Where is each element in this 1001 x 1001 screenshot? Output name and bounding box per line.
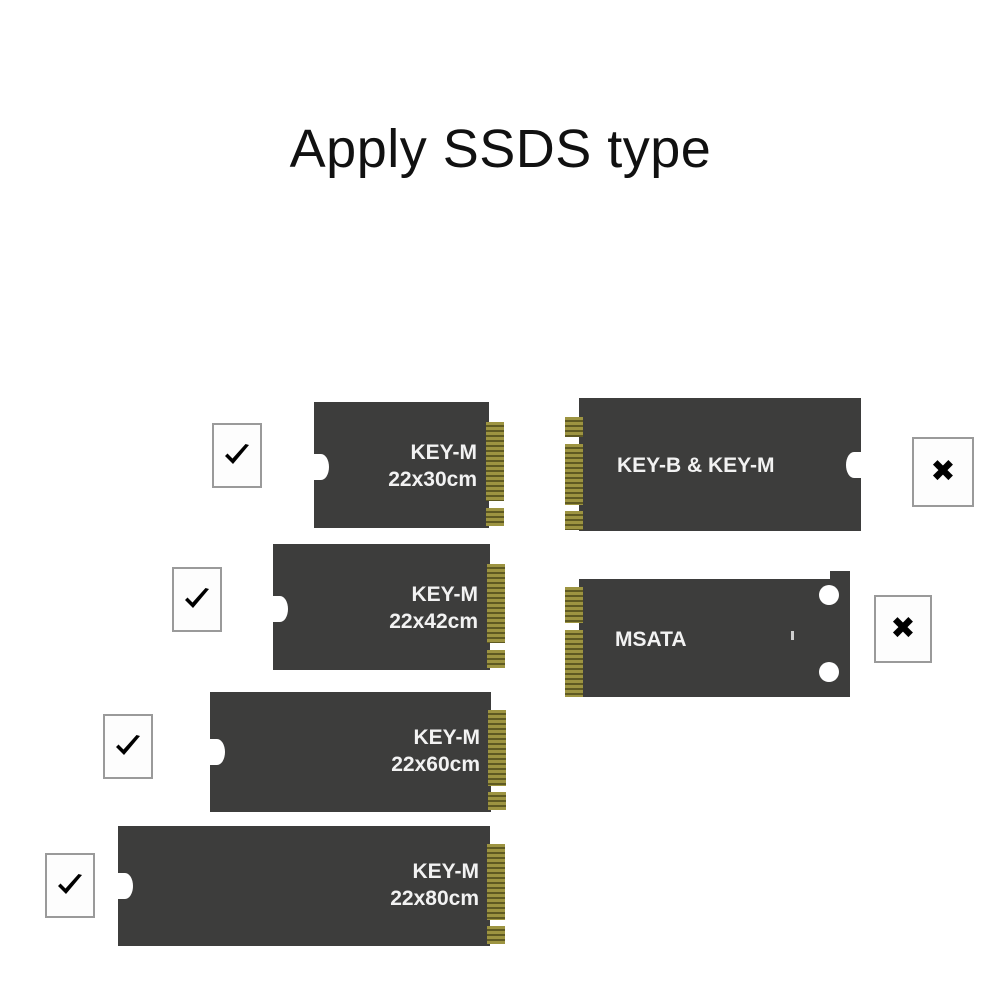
connector-pins-secondary — [487, 650, 505, 668]
cross-icon: ✖ — [890, 611, 916, 646]
ssd-module-key-m-2260: KEY-M 22x60cm — [209, 692, 506, 812]
mounting-notch-icon — [209, 739, 225, 765]
connector-pins-main — [487, 564, 505, 643]
cross-icon: ✖ — [930, 454, 956, 489]
check-icon — [113, 733, 143, 761]
module-pcb — [273, 544, 490, 670]
connector-pins-secondary — [488, 792, 506, 810]
connector-pins-top — [565, 417, 583, 437]
module-label: KEY-B & KEY-M — [617, 453, 837, 480]
module-label: MSATA — [615, 627, 775, 654]
module-key-label: KEY-M — [412, 860, 479, 883]
module-key-label: KEY-M — [410, 441, 477, 464]
module-size-label: 22x80cm — [390, 886, 479, 910]
module-size-label: 22x60cm — [391, 752, 480, 776]
check-icon — [182, 586, 212, 614]
mounting-notch-icon — [272, 596, 288, 622]
check-box-key-m-2242 — [172, 567, 222, 632]
mounting-hole-bottom-icon — [819, 662, 839, 682]
connector-pins-secondary — [486, 508, 504, 526]
mounting-hole-top-icon — [819, 585, 839, 605]
module-key-label: MSATA — [615, 628, 687, 651]
connector-pins-top — [565, 587, 583, 623]
check-box-key-m-2260 — [103, 714, 153, 779]
ssd-module-key-b-and-key-m: KEY-B & KEY-M — [565, 398, 862, 531]
cross-box-msata: ✖ — [874, 595, 932, 663]
board-tick-mark-icon — [791, 631, 794, 640]
connector-pins-main — [487, 844, 505, 920]
check-box-key-m-2280 — [45, 853, 95, 918]
module-label: KEY-M 22x30cm — [349, 440, 477, 494]
module-label: KEY-M 22x42cm — [348, 582, 478, 636]
module-pcb — [579, 398, 861, 531]
connector-pins-main — [486, 422, 504, 501]
ssd-module-key-m-2242: KEY-M 22x42cm — [272, 544, 505, 670]
module-pcb — [579, 579, 831, 697]
mounting-notch-icon — [117, 873, 133, 899]
module-pcb — [118, 826, 490, 946]
connector-pins-main — [565, 630, 583, 697]
page-title: Apply SSDS type — [289, 119, 712, 179]
connector-pins-main — [488, 710, 506, 786]
module-label: KEY-M 22x80cm — [349, 859, 479, 913]
connector-pins-main — [565, 444, 583, 505]
module-key-label: KEY-M — [411, 583, 478, 606]
check-icon — [222, 442, 252, 470]
module-pcb — [210, 692, 491, 812]
module-size-label: 22x30cm — [388, 467, 477, 491]
module-pcb — [314, 402, 489, 528]
module-key-label: KEY-M — [413, 726, 480, 749]
ssd-module-key-m-2280: KEY-M 22x80cm — [117, 826, 505, 946]
module-key-label: KEY-B & KEY-M — [617, 454, 775, 477]
mounting-notch-icon — [313, 454, 329, 480]
ssd-module-key-m-2230: KEY-M 22x30cm — [313, 402, 504, 528]
module-label: KEY-M 22x60cm — [350, 725, 480, 779]
connector-pins-secondary — [487, 926, 505, 944]
check-box-key-m-2230 — [212, 423, 262, 488]
connector-pins-bottom — [565, 511, 583, 530]
module-size-label: 22x42cm — [389, 609, 478, 633]
mounting-notch-icon — [846, 452, 862, 478]
check-icon — [55, 872, 85, 900]
cross-box-key-b-and-key-m: ✖ — [912, 437, 974, 507]
ssd-module-msata: MSATA — [565, 571, 850, 697]
